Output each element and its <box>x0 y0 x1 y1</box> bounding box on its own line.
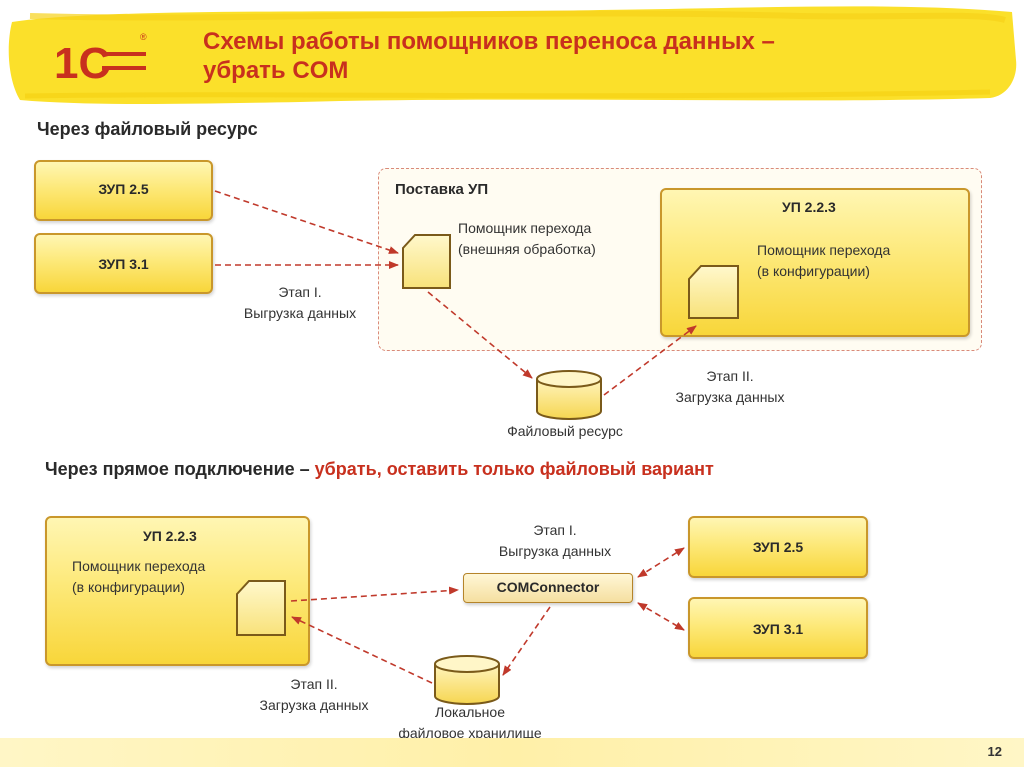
footer-bar <box>0 738 1024 767</box>
stage1-label-1: Этап I. Выгрузка данных <box>220 282 380 324</box>
stage1-label-2: Этап I. Выгрузка данных <box>475 520 635 562</box>
logo-text: 1С <box>54 39 110 88</box>
helper-external-line-2: (внешняя обработка) <box>458 241 596 257</box>
zup25-label-1: ЗУП 2.5 <box>98 181 149 197</box>
helper-config-doc-icon-1 <box>688 265 739 319</box>
zup25-label-2: ЗУП 2.5 <box>752 539 804 555</box>
helper-config-label-2: Помощник перехода (в конфигурации) <box>72 556 205 598</box>
helper-config-label-1: Помощник перехода (в конфигурации) <box>757 240 890 282</box>
stage2-label-2: Этап II. Загрузка данных <box>234 674 394 716</box>
local-storage-line-1: Локальное <box>435 704 505 720</box>
section-2-heading: Через прямое подключение – убрать, остав… <box>45 459 714 480</box>
helper-config-doc-icon-2 <box>236 580 286 636</box>
file-resource-label: Файловый ресурс <box>507 423 623 439</box>
arrow-file-resource-to-up <box>603 325 697 396</box>
logo: 1С ® <box>54 32 154 88</box>
com-connector-label: COMConnector <box>496 579 600 595</box>
title-line-2: убрать COM <box>203 57 349 84</box>
arrow-helper-to-connector <box>290 586 459 602</box>
title-line-1: Схемы работы помощников переноса данных … <box>203 28 775 55</box>
up-box-2-title: УП 2.2.3 <box>143 528 197 544</box>
stage1-2-line-2: Выгрузка данных <box>498 543 612 559</box>
zup31-label-1: ЗУП 3.1 <box>98 256 149 272</box>
local-storage-line-2: файловое хранилище <box>398 725 542 741</box>
arrow-zup25-to-helper <box>214 190 399 254</box>
stage2-1-line-2: Загрузка данных <box>675 389 785 405</box>
zup25-box-2 <box>688 516 868 578</box>
helper-config-1-line-1: Помощник перехода <box>757 242 891 258</box>
stage2-1-line-1: Этап II. <box>706 368 754 384</box>
stage1-2-line-1: Этап I. <box>533 522 577 538</box>
helper-external-label: Помощник перехода (внешняя обработка) <box>458 218 596 260</box>
stage1-1-line-2: Выгрузка данных <box>243 305 357 321</box>
helper-external-line-1: Помощник перехода <box>458 220 592 236</box>
stage1-1-line-1: Этап I. <box>278 284 322 300</box>
zup25-box-1 <box>34 160 213 221</box>
stage2-label-1: Этап II. Загрузка данных <box>650 366 810 408</box>
zup31-box-2 <box>688 597 868 659</box>
up-delivery-title: Поставка УП <box>395 181 489 198</box>
arrow-connector-to-local-storage <box>502 606 551 676</box>
header-banner <box>8 6 1017 104</box>
file-resource-cylinder-icon <box>536 370 602 420</box>
helper-config-2-line-2: (в конфигурации) <box>72 579 185 595</box>
page-number: 12 <box>987 744 1002 759</box>
section-1-heading: Через файловый ресурс <box>37 119 258 139</box>
zup31-label-2: ЗУП 3.1 <box>752 621 804 637</box>
com-connector-box <box>463 573 633 603</box>
helper-external-doc-icon <box>402 234 451 289</box>
helper-config-2-line-1: Помощник перехода <box>72 558 206 574</box>
arrow-local-storage-to-helper <box>291 616 433 684</box>
stage2-2-line-1: Этап II. <box>290 676 338 692</box>
zup31-box-1 <box>34 233 213 294</box>
helper-config-1-line-2: (в конфигурации) <box>757 263 870 279</box>
section-2-heading-accent: убрать, оставить только файловый вариант <box>314 459 714 479</box>
up-box-1-title: УП 2.2.3 <box>782 199 836 215</box>
arrow-connector-zup25 <box>637 547 685 578</box>
stage2-2-line-2: Загрузка данных <box>259 697 369 713</box>
page-title: Схемы работы помощников переноса данных … <box>203 27 963 85</box>
logo-1c-icon: 1С <box>54 39 146 88</box>
logo-registered-mark: ® <box>140 32 147 42</box>
local-storage-label: Локальное файловое хранилище <box>370 702 570 744</box>
local-storage-cylinder-icon <box>434 655 500 705</box>
section-2-heading-main: Через прямое подключение – <box>45 459 315 479</box>
arrow-helper-to-file-resource <box>427 291 533 379</box>
arrow-connector-zup31 <box>637 602 685 631</box>
